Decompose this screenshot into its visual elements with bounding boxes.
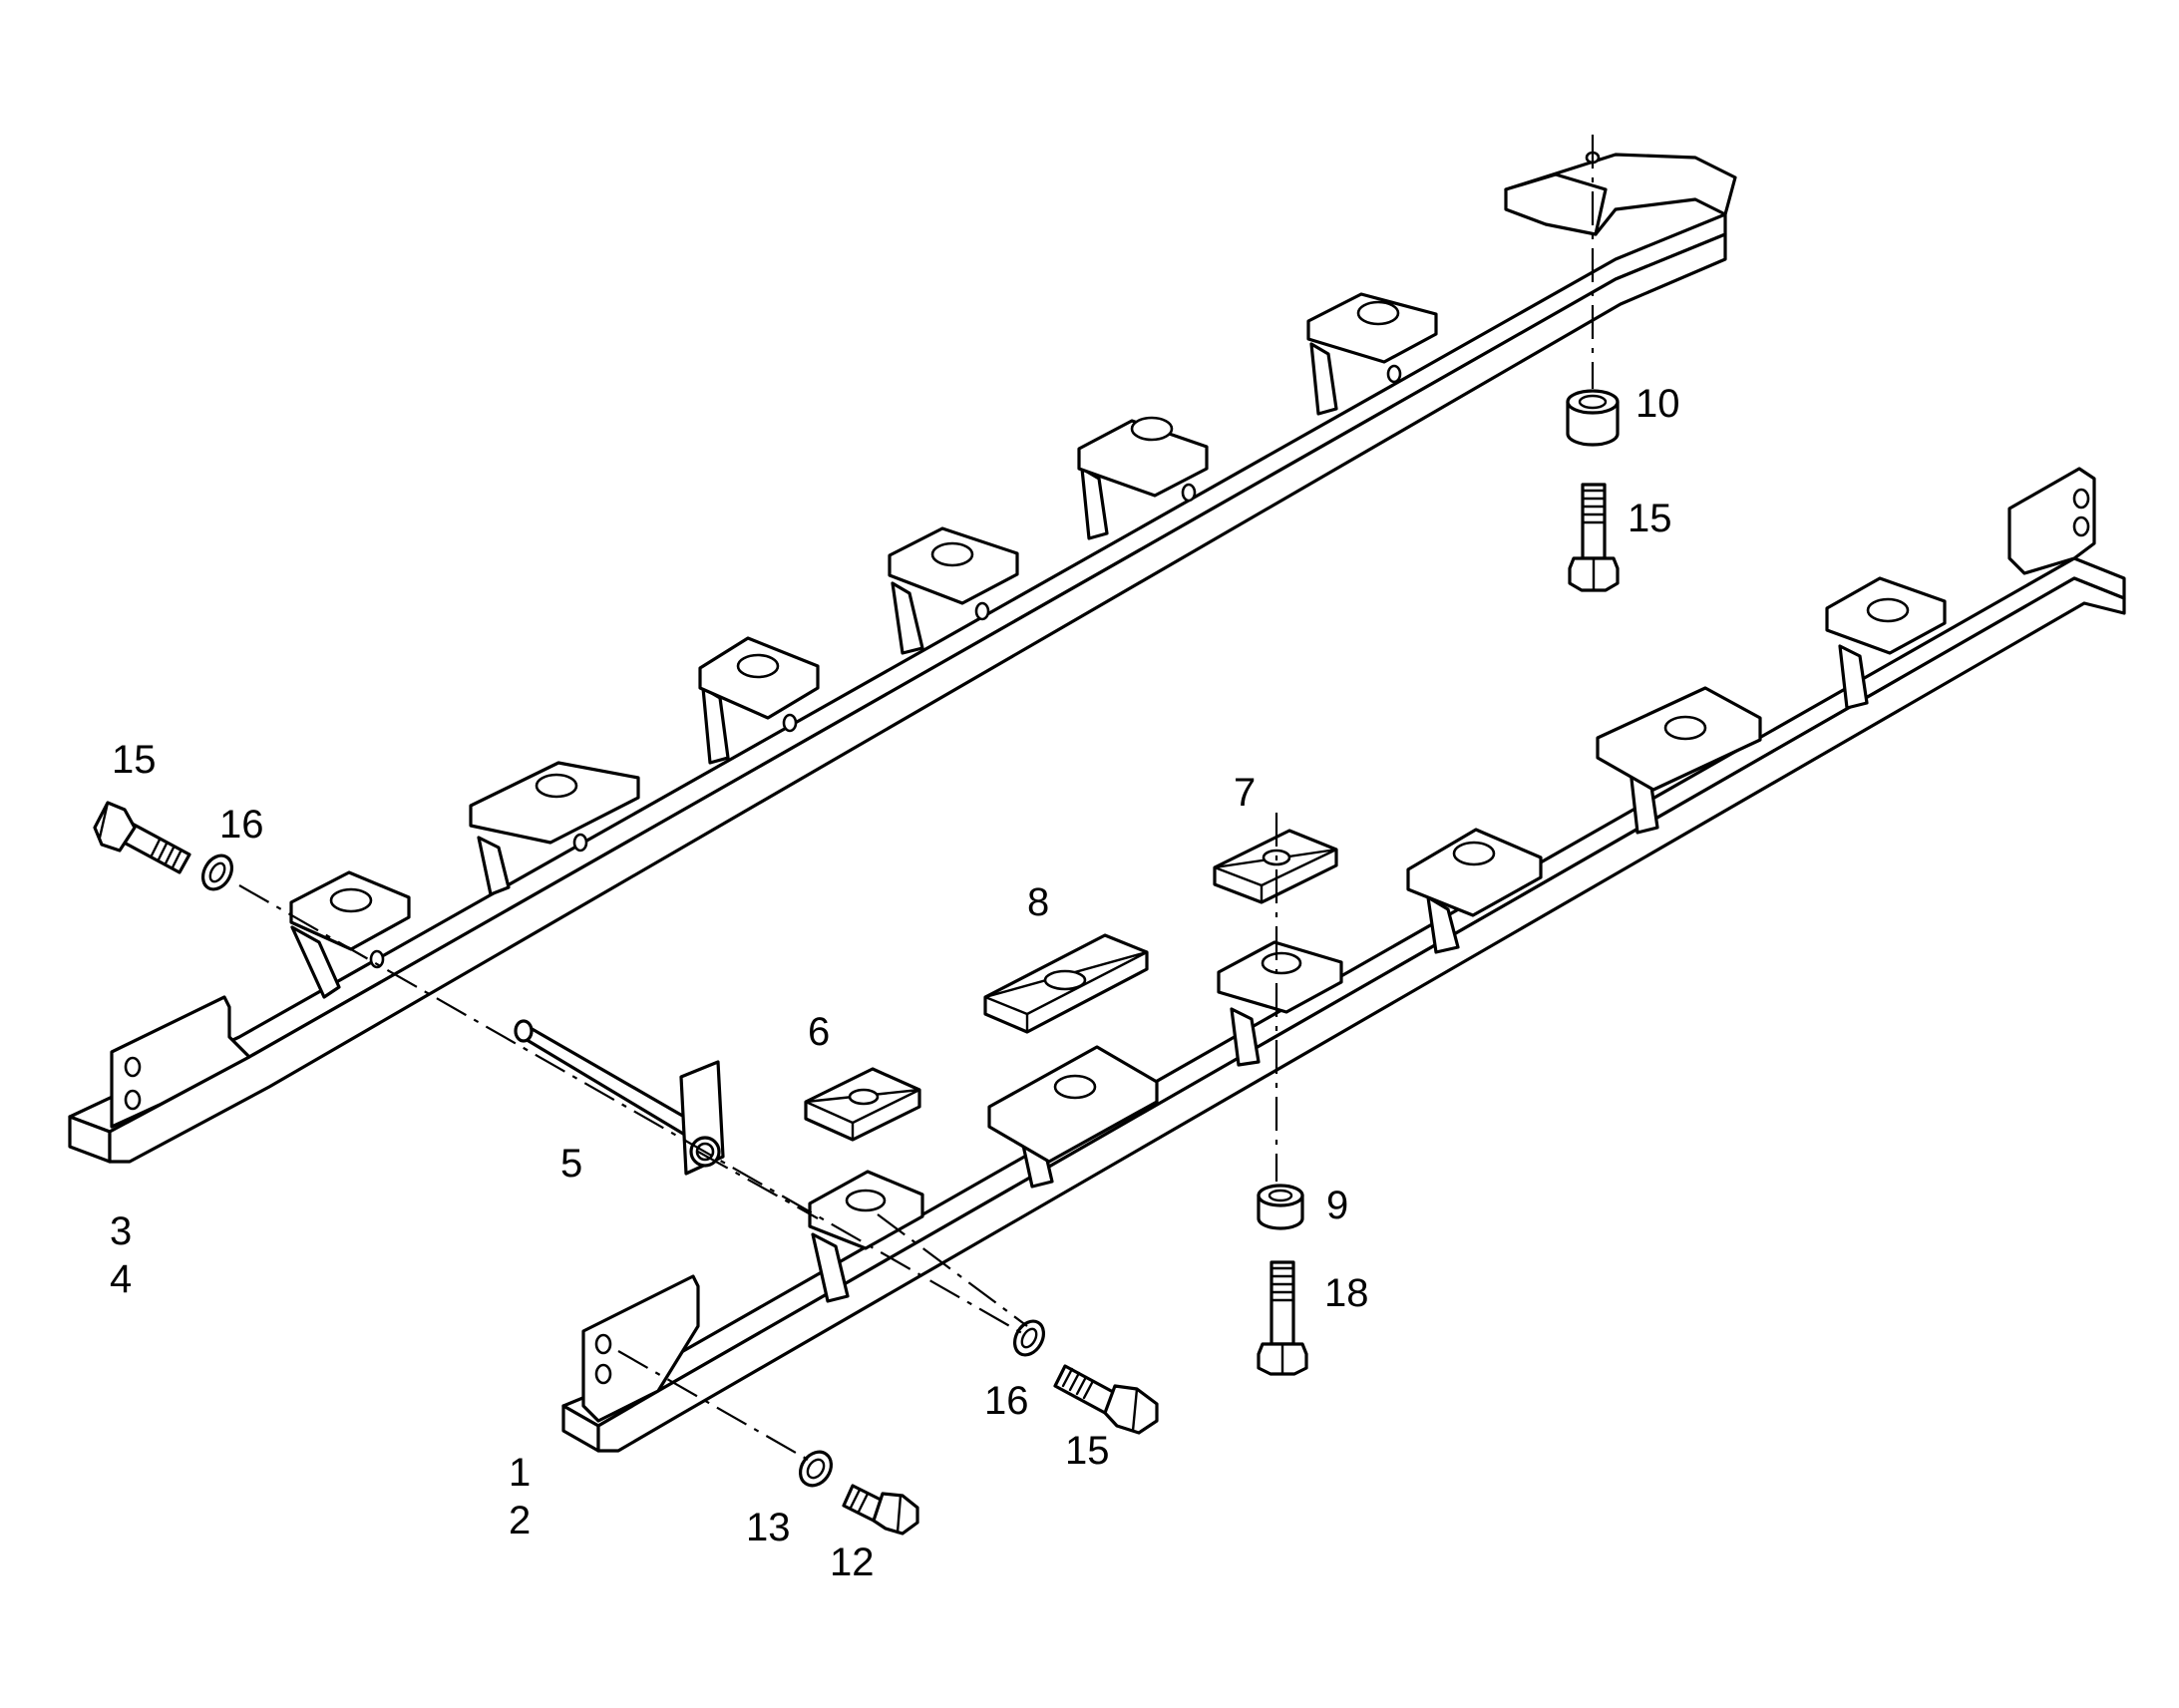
callout-15-right: 15	[1628, 497, 1672, 540]
lower-block-6	[1825, 576, 1947, 710]
upper-block-6	[1306, 292, 1438, 416]
upper-rail-top-face	[68, 212, 1727, 1134]
lower-block-2	[987, 1045, 1159, 1189]
upper-rail-blocks	[289, 292, 1438, 999]
assembly-lines	[238, 135, 1595, 1462]
bushing-part-9	[1257, 1184, 1304, 1230]
upper-rail-side-face	[108, 232, 1727, 1164]
pin-shaft	[517, 1025, 700, 1139]
pin-part-5	[514, 1019, 725, 1176]
callout-4: 4	[110, 1257, 132, 1301]
callout-2: 2	[509, 1499, 531, 1542]
lower-right-hole-2	[2072, 515, 2090, 537]
bolt-part-18-vertical	[1257, 1260, 1308, 1376]
lower-end-hole-1	[594, 1333, 612, 1355]
upper-rail-hole-2	[572, 833, 588, 853]
upper-block-1	[289, 870, 411, 999]
upper-end-hole-2	[124, 1089, 142, 1111]
callout-1: 1	[509, 1451, 531, 1495]
upper-rail-end-pad	[1504, 172, 1608, 236]
bolt-part-12	[842, 1484, 919, 1536]
upper-block-4	[888, 526, 1019, 655]
callout-3: 3	[110, 1209, 132, 1253]
plate-part-6	[804, 1067, 921, 1142]
callout-15-left: 15	[112, 738, 157, 782]
washer-part-16-upper	[200, 854, 234, 891]
pin-end	[514, 1019, 534, 1043]
callout-9: 9	[1326, 1184, 1348, 1227]
bolt-part-15-vertical	[1568, 483, 1620, 592]
upper-block-5	[1077, 416, 1209, 540]
plate-part-8	[983, 933, 1149, 1034]
plate-part-7	[1213, 829, 1338, 904]
lower-right-hole-1	[2072, 488, 2090, 510]
callout-7: 7	[1234, 771, 1256, 815]
lower-block-5	[1596, 686, 1762, 835]
callout-6: 6	[808, 1010, 830, 1054]
lower-rail-blocks	[808, 576, 1947, 1303]
upper-end-hole-1	[124, 1056, 142, 1078]
lower-rail-side-face	[596, 576, 2126, 1453]
callout-16-upper: 16	[219, 803, 264, 847]
washer-part-13	[798, 1450, 834, 1488]
callout-13: 13	[746, 1506, 791, 1549]
upper-rail-hole-3	[782, 713, 798, 733]
bolt-part-15-lower	[1053, 1364, 1159, 1435]
upper-rail-hole-5	[1181, 483, 1197, 503]
lower-rail-end-plate	[581, 1274, 700, 1423]
upper-block-3	[698, 636, 820, 765]
callout-5: 5	[560, 1142, 582, 1186]
lower-rail-right-plate	[2007, 467, 2096, 575]
bolt-part-15-upper-left	[93, 801, 191, 874]
callout-10: 10	[1635, 382, 1680, 426]
upper-rail	[68, 151, 1737, 1164]
callout-15-lower: 15	[1065, 1429, 1110, 1473]
lower-block-4	[1406, 828, 1543, 954]
lower-end-hole-2	[594, 1363, 612, 1385]
sleeve-part-10	[1566, 389, 1620, 447]
callout-16-lower: 16	[984, 1379, 1029, 1423]
callout-12: 12	[830, 1540, 875, 1584]
lower-block-1	[808, 1170, 924, 1303]
upper-rail-hole-4	[974, 601, 990, 621]
callout-labels: 1 2 3 4 5 6 7 8 9 10 12 13 15 15 15 16 1…	[110, 382, 1680, 1584]
upper-rail-end-plate	[110, 995, 251, 1129]
callout-18: 18	[1324, 1271, 1369, 1315]
upper-rail-hole-1	[369, 949, 385, 969]
upper-block-2	[469, 761, 640, 896]
washer-part-16-lower	[1012, 1319, 1046, 1357]
upper-rail-hole-6	[1386, 364, 1402, 384]
lower-block-3	[1217, 940, 1343, 1067]
callout-8: 8	[1027, 880, 1049, 924]
